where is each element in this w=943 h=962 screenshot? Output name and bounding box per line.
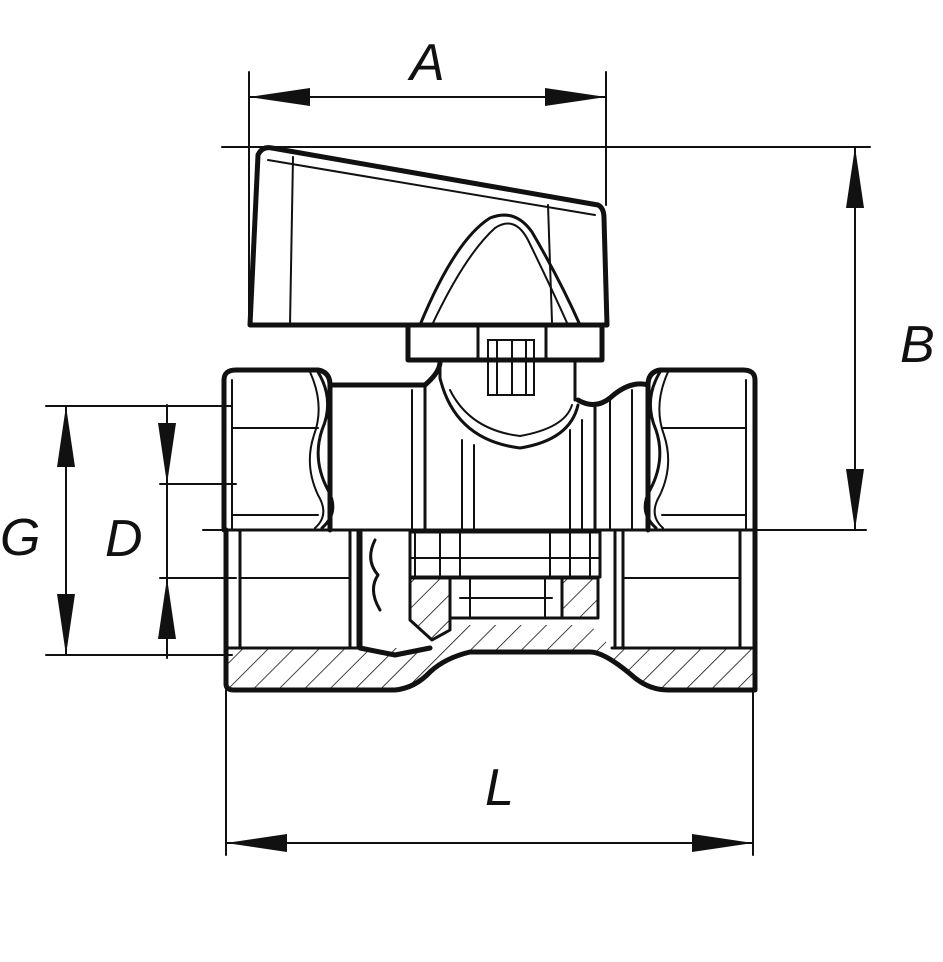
arrow-head: [57, 594, 75, 655]
dimension-l: L: [225, 689, 754, 856]
dimension-g: G: [0, 405, 233, 656]
dimension-label-d: D: [105, 510, 143, 568]
arrow-head: [226, 834, 287, 852]
arrow-head: [846, 147, 864, 208]
dimension-label-g: G: [0, 509, 40, 567]
dimension-d: D: [105, 404, 237, 659]
valve-handle: [247, 145, 610, 328]
dimension-label-a: A: [407, 34, 445, 92]
arrow-head: [57, 406, 75, 467]
valve-stem: [405, 322, 605, 402]
dimension-label-b: B: [900, 316, 935, 374]
arrow-head: [158, 423, 176, 484]
arrow-head: [545, 88, 606, 106]
dimension-b: B: [202, 146, 935, 531]
arrow-head: [692, 834, 753, 852]
valve-body-upper: [221, 359, 758, 533]
arrow-head: [158, 578, 176, 639]
arrow-head: [846, 469, 864, 530]
arrow-head: [249, 88, 310, 106]
valve-body-section: [223, 527, 758, 693]
dimension-a: A: [248, 34, 607, 326]
dimension-label-l: L: [485, 759, 514, 817]
